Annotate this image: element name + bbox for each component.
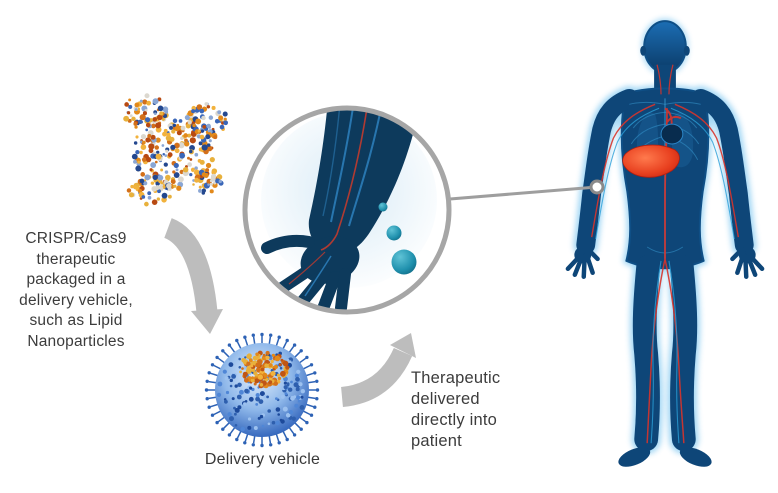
crispr-caption: CRISPR/Cas9 therapeutic packaged in a de… (0, 229, 152, 352)
caption-line: such as Lipid (29, 312, 123, 329)
caption-line: delivery vehicle, (19, 291, 133, 309)
caption-line: Nanoparticles (27, 332, 125, 350)
delivery-vehicle-label: Delivery vehicle (204, 451, 321, 468)
lipid-nanoparticle-illustration (204, 332, 320, 448)
arm-shape (261, 108, 423, 312)
heart-shape (660, 123, 684, 145)
caption-line: delivered (411, 390, 480, 408)
human-body-illustration (565, 18, 765, 467)
therapeutic-droplets (378, 202, 417, 275)
caption-line: Therapeutic (411, 369, 501, 387)
caption-line: patient (411, 432, 462, 450)
therapeutic-caption: Therapeutic delivered directly into pati… (411, 368, 541, 452)
caption-line: therapeutic (36, 250, 116, 268)
caption-line: CRISPR/Cas9 (25, 230, 127, 247)
caption-line: packaged in a (26, 271, 126, 288)
body-silhouette (565, 20, 765, 467)
cas9-cargo-dots (239, 350, 290, 389)
arrow-up-icon (340, 333, 416, 407)
liver-shape (622, 144, 680, 178)
lipid-dots (216, 351, 305, 432)
cas9-protein-illustration (123, 93, 229, 207)
callout-anchor-ring (589, 179, 605, 195)
arm-injection-illustration (242, 105, 452, 315)
magnifier-callout-line (449, 179, 605, 201)
magnifier-circle-border (242, 105, 452, 315)
caption-line: directly into (411, 411, 498, 429)
body-anatomy (590, 64, 740, 444)
arrow-down-icon (163, 218, 223, 334)
